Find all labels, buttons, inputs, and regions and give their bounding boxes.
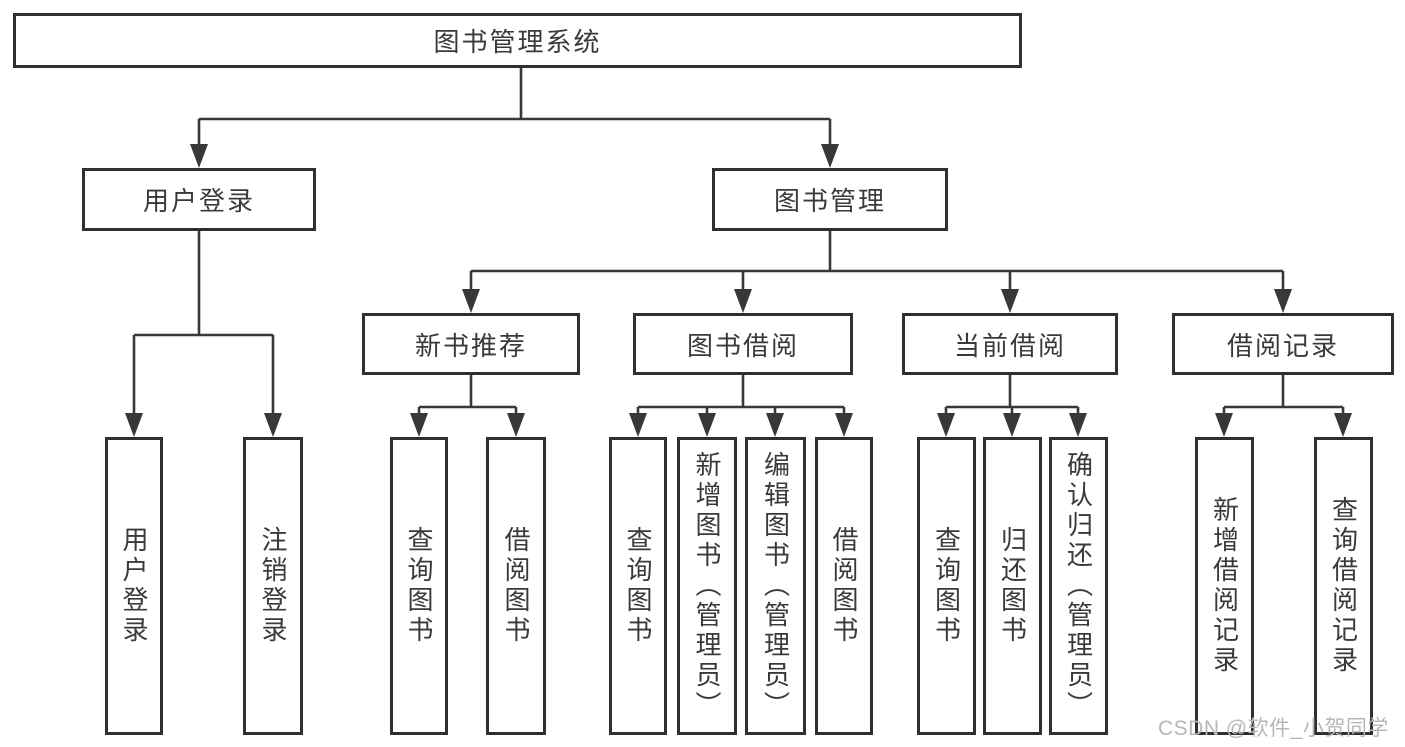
arrowhead-c4 — [835, 413, 853, 437]
node-current-borrowing: 当前借阅 — [902, 313, 1118, 375]
arrowhead-b1 — [410, 413, 428, 437]
arrowhead-d2 — [1003, 413, 1021, 437]
node-query-books-3: 查询图书 — [917, 437, 976, 735]
node-label: 借阅记录 — [1226, 330, 1339, 361]
node-query-books-1: 查询图书 — [390, 437, 448, 735]
arrowhead-new-rec — [462, 289, 480, 313]
node-label: 查询图书 — [404, 526, 434, 646]
arrowhead-a2 — [264, 413, 282, 437]
node-library-management-system: 图书管理系统 — [13, 13, 1022, 68]
node-confirm-return-admin: 确认归还（管理员） — [1049, 437, 1108, 735]
connector-arrowheads — [125, 144, 1352, 437]
node-label: 当前借阅 — [953, 330, 1066, 361]
node-label: 查询图书 — [623, 526, 653, 646]
node-borrow-books-2: 借阅图书 — [815, 437, 873, 735]
node-label: 图书管理 — [773, 186, 886, 216]
node-label: 新增图书（管理员） — [692, 451, 722, 721]
arrowhead-c2 — [698, 413, 716, 437]
arrowhead-book-mgmt — [821, 144, 839, 168]
arrowhead-c3 — [766, 413, 784, 437]
csdn-watermark: CSDN @软件_小贺同学 — [1158, 717, 1389, 740]
arrowhead-a1 — [125, 413, 143, 437]
node-label: 查询图书 — [931, 526, 962, 646]
node-label: 图书借阅 — [686, 330, 799, 361]
node-query-books-2: 查询图书 — [609, 437, 667, 735]
node-label: 用户登录 — [142, 186, 255, 216]
node-label: 编辑图书（管理员） — [760, 451, 791, 721]
node-label: 归还图书 — [997, 526, 1028, 646]
node-label: 新增借阅记录 — [1209, 496, 1240, 676]
node-borrowing-records: 借阅记录 — [1172, 313, 1394, 375]
node-user-login-leaf: 用户登录 — [105, 437, 163, 735]
arrowhead-borrow-rec — [1274, 289, 1292, 313]
arrowhead-user-login — [190, 144, 208, 168]
node-book-management: 图书管理 — [712, 168, 948, 231]
node-label: 借阅图书 — [829, 526, 859, 646]
node-label: 确认归还（管理员） — [1063, 451, 1094, 721]
node-add-books-admin: 新增图书（管理员） — [677, 437, 737, 735]
node-label: 查询借阅记录 — [1328, 496, 1359, 676]
node-label: 借阅图书 — [501, 526, 531, 646]
node-user-login: 用户登录 — [82, 168, 316, 231]
node-return-books: 归还图书 — [983, 437, 1042, 735]
arrowhead-cur-borrow — [1001, 289, 1019, 313]
node-borrow-books-1: 借阅图书 — [486, 437, 546, 735]
arrowhead-d3 — [1069, 413, 1087, 437]
node-new-book-recommendation: 新书推荐 — [362, 313, 580, 375]
arrowhead-c1 — [629, 413, 647, 437]
node-edit-books-admin: 编辑图书（管理员） — [745, 437, 806, 735]
node-label: 用户登录 — [119, 526, 149, 646]
arrowhead-book-borrow — [734, 289, 752, 313]
arrowhead-e1 — [1215, 413, 1233, 437]
node-label: 图书管理系统 — [433, 27, 602, 57]
node-add-borrow-record: 新增借阅记录 — [1195, 437, 1254, 735]
arrowhead-e2 — [1334, 413, 1352, 437]
node-label: 新书推荐 — [414, 330, 527, 361]
node-logout: 注销登录 — [243, 437, 303, 735]
node-book-borrowing: 图书借阅 — [633, 313, 853, 375]
arrowhead-b2 — [507, 413, 525, 437]
node-query-borrow-record: 查询借阅记录 — [1314, 437, 1373, 735]
node-label: 注销登录 — [258, 526, 288, 646]
arrowhead-d1 — [937, 413, 955, 437]
